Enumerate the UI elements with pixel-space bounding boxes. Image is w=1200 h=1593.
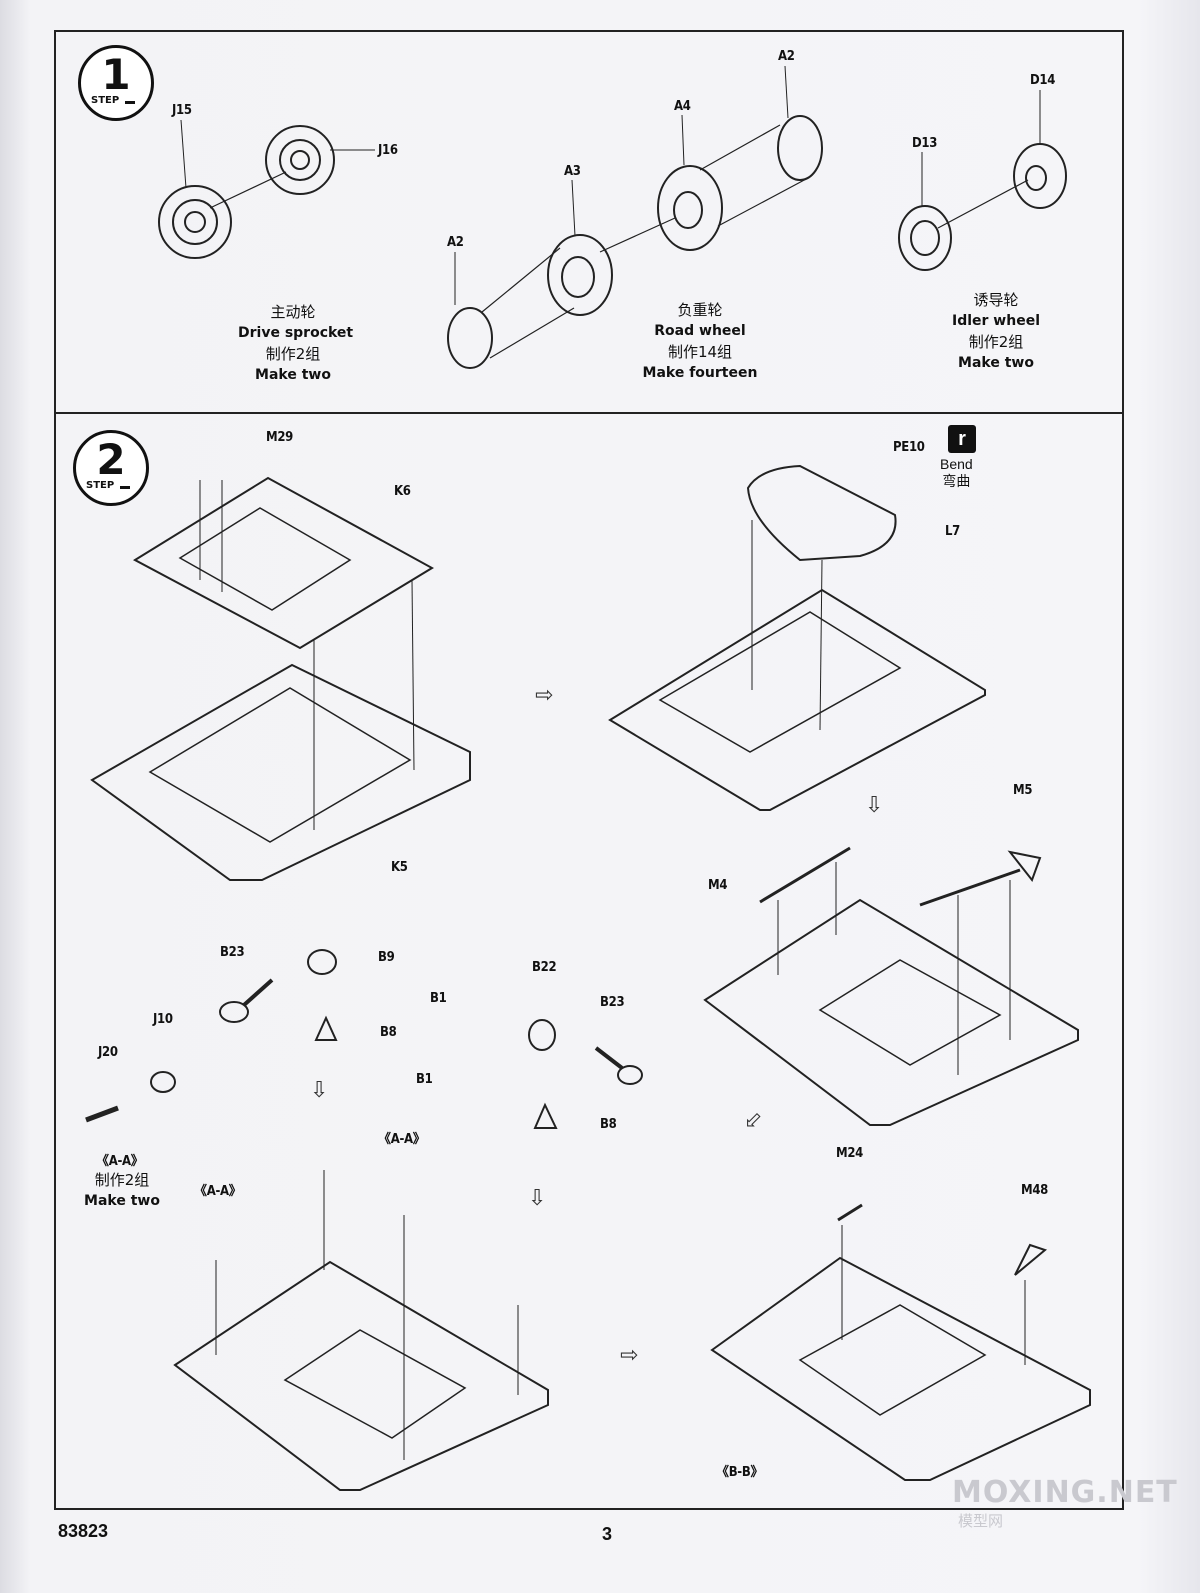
part-label: M5 [1013,783,1033,798]
part-label: M48 [1021,1183,1049,1198]
part-label: B23 [600,995,625,1010]
arrow-down-left-icon: ⬃ [744,1108,763,1133]
road-wheel-caption: 负重轮 Road wheel 制作14组 Make fourteen [642,301,758,381]
hull-floor-k5 [90,663,471,881]
arrow-down-icon: ⇩ [865,793,884,818]
section-label-bb: 《B-B》 [716,1465,764,1480]
part-label: M24 [836,1146,864,1161]
part-label: B9 [378,950,395,965]
part-label: K6 [394,484,411,499]
part-b9 [307,949,337,975]
arrow-down-icon: ⇩ [528,1186,547,1211]
arrow-right-icon: ⇨ [535,683,554,708]
hull-assembly-mid-right [703,898,1079,1126]
arrow-down-icon: ⇩ [310,1078,329,1103]
hatch-plate-k6 [132,476,435,650]
plate-l7 [746,464,897,562]
part-label: B8 [600,1117,617,1132]
part-label: D14 [1030,73,1056,88]
idler-wheel-d13 [898,205,952,271]
idler-wheel-caption: 诱导轮 Idler wheel 制作2组 Make two [952,291,1040,371]
section-label-aa: 《A-A》 [378,1132,426,1147]
part-label: B1 [430,991,447,1006]
part-j10 [150,1071,176,1093]
part-b8-left [314,1015,338,1041]
part-b23-right [594,1046,643,1085]
road-wheel-rim-a2-left [447,307,493,369]
step-1-badge: 1 STEP ▬ [78,45,154,121]
part-j20 [85,1105,119,1123]
part-label: L7 [945,524,960,539]
part-label: M4 [708,878,728,893]
road-wheel-a4 [657,165,723,251]
section-label-aa: 《A-A》 [96,1154,144,1169]
watermark: MOXING.NET [952,1475,1178,1510]
bend-caption: Bend 弯曲 [940,456,973,489]
part-b22 [528,1019,556,1051]
arrow-right-icon: ⇨ [620,1343,639,1368]
part-m24 [837,1203,863,1222]
step-divider [54,412,1124,414]
part-label: PE10 [893,440,925,455]
sprocket-j15 [158,185,232,259]
hull-assembly-top-right [608,588,986,811]
road-wheel-rim-a2-right [777,115,823,181]
product-code: 83823 [58,1521,109,1541]
part-label: A2 [447,235,464,250]
part-label: J15 [172,103,192,118]
part-label: A4 [674,99,691,114]
drive-sprocket-caption: 主动轮 Drive sprocket 制作2组 Make two [238,303,354,383]
part-label: B23 [220,945,245,960]
part-label: A3 [564,164,581,179]
part-label: K5 [391,860,408,875]
step-2-badge: 2 STEP ▬ [73,430,149,506]
tank-icon: ▬ [120,481,130,492]
tool-m4 [759,846,851,904]
tank-icon: ▬ [125,96,135,107]
part-label: B1 [416,1072,433,1087]
road-wheel-a3 [547,234,613,316]
hull-assembly-bottom-left [173,1260,549,1491]
page-frame [54,30,1124,1510]
part-label: B8 [380,1025,397,1040]
bend-icon: r [948,425,976,453]
section-label-aa: 《A-A》 [194,1184,242,1199]
part-b23-left [219,978,274,1023]
page-number: 3 [602,1524,613,1544]
part-label: J10 [153,1012,173,1027]
hull-assembly-bottom-right [710,1256,1091,1481]
part-label: B22 [532,960,557,975]
sprocket-j16 [265,125,335,195]
part-label: M29 [266,430,294,445]
part-m48 [1014,1243,1048,1276]
tool-m5 [919,850,1042,907]
make-two-caption: 制作2组 Make two [84,1171,160,1209]
watermark-sub: 模型网 [958,1513,1004,1530]
part-label: D13 [912,136,938,151]
part-label: J20 [98,1045,118,1060]
idler-wheel-d14 [1013,143,1067,209]
part-label: A2 [778,49,795,64]
part-b8-right [533,1102,558,1129]
part-label: J16 [378,143,398,158]
